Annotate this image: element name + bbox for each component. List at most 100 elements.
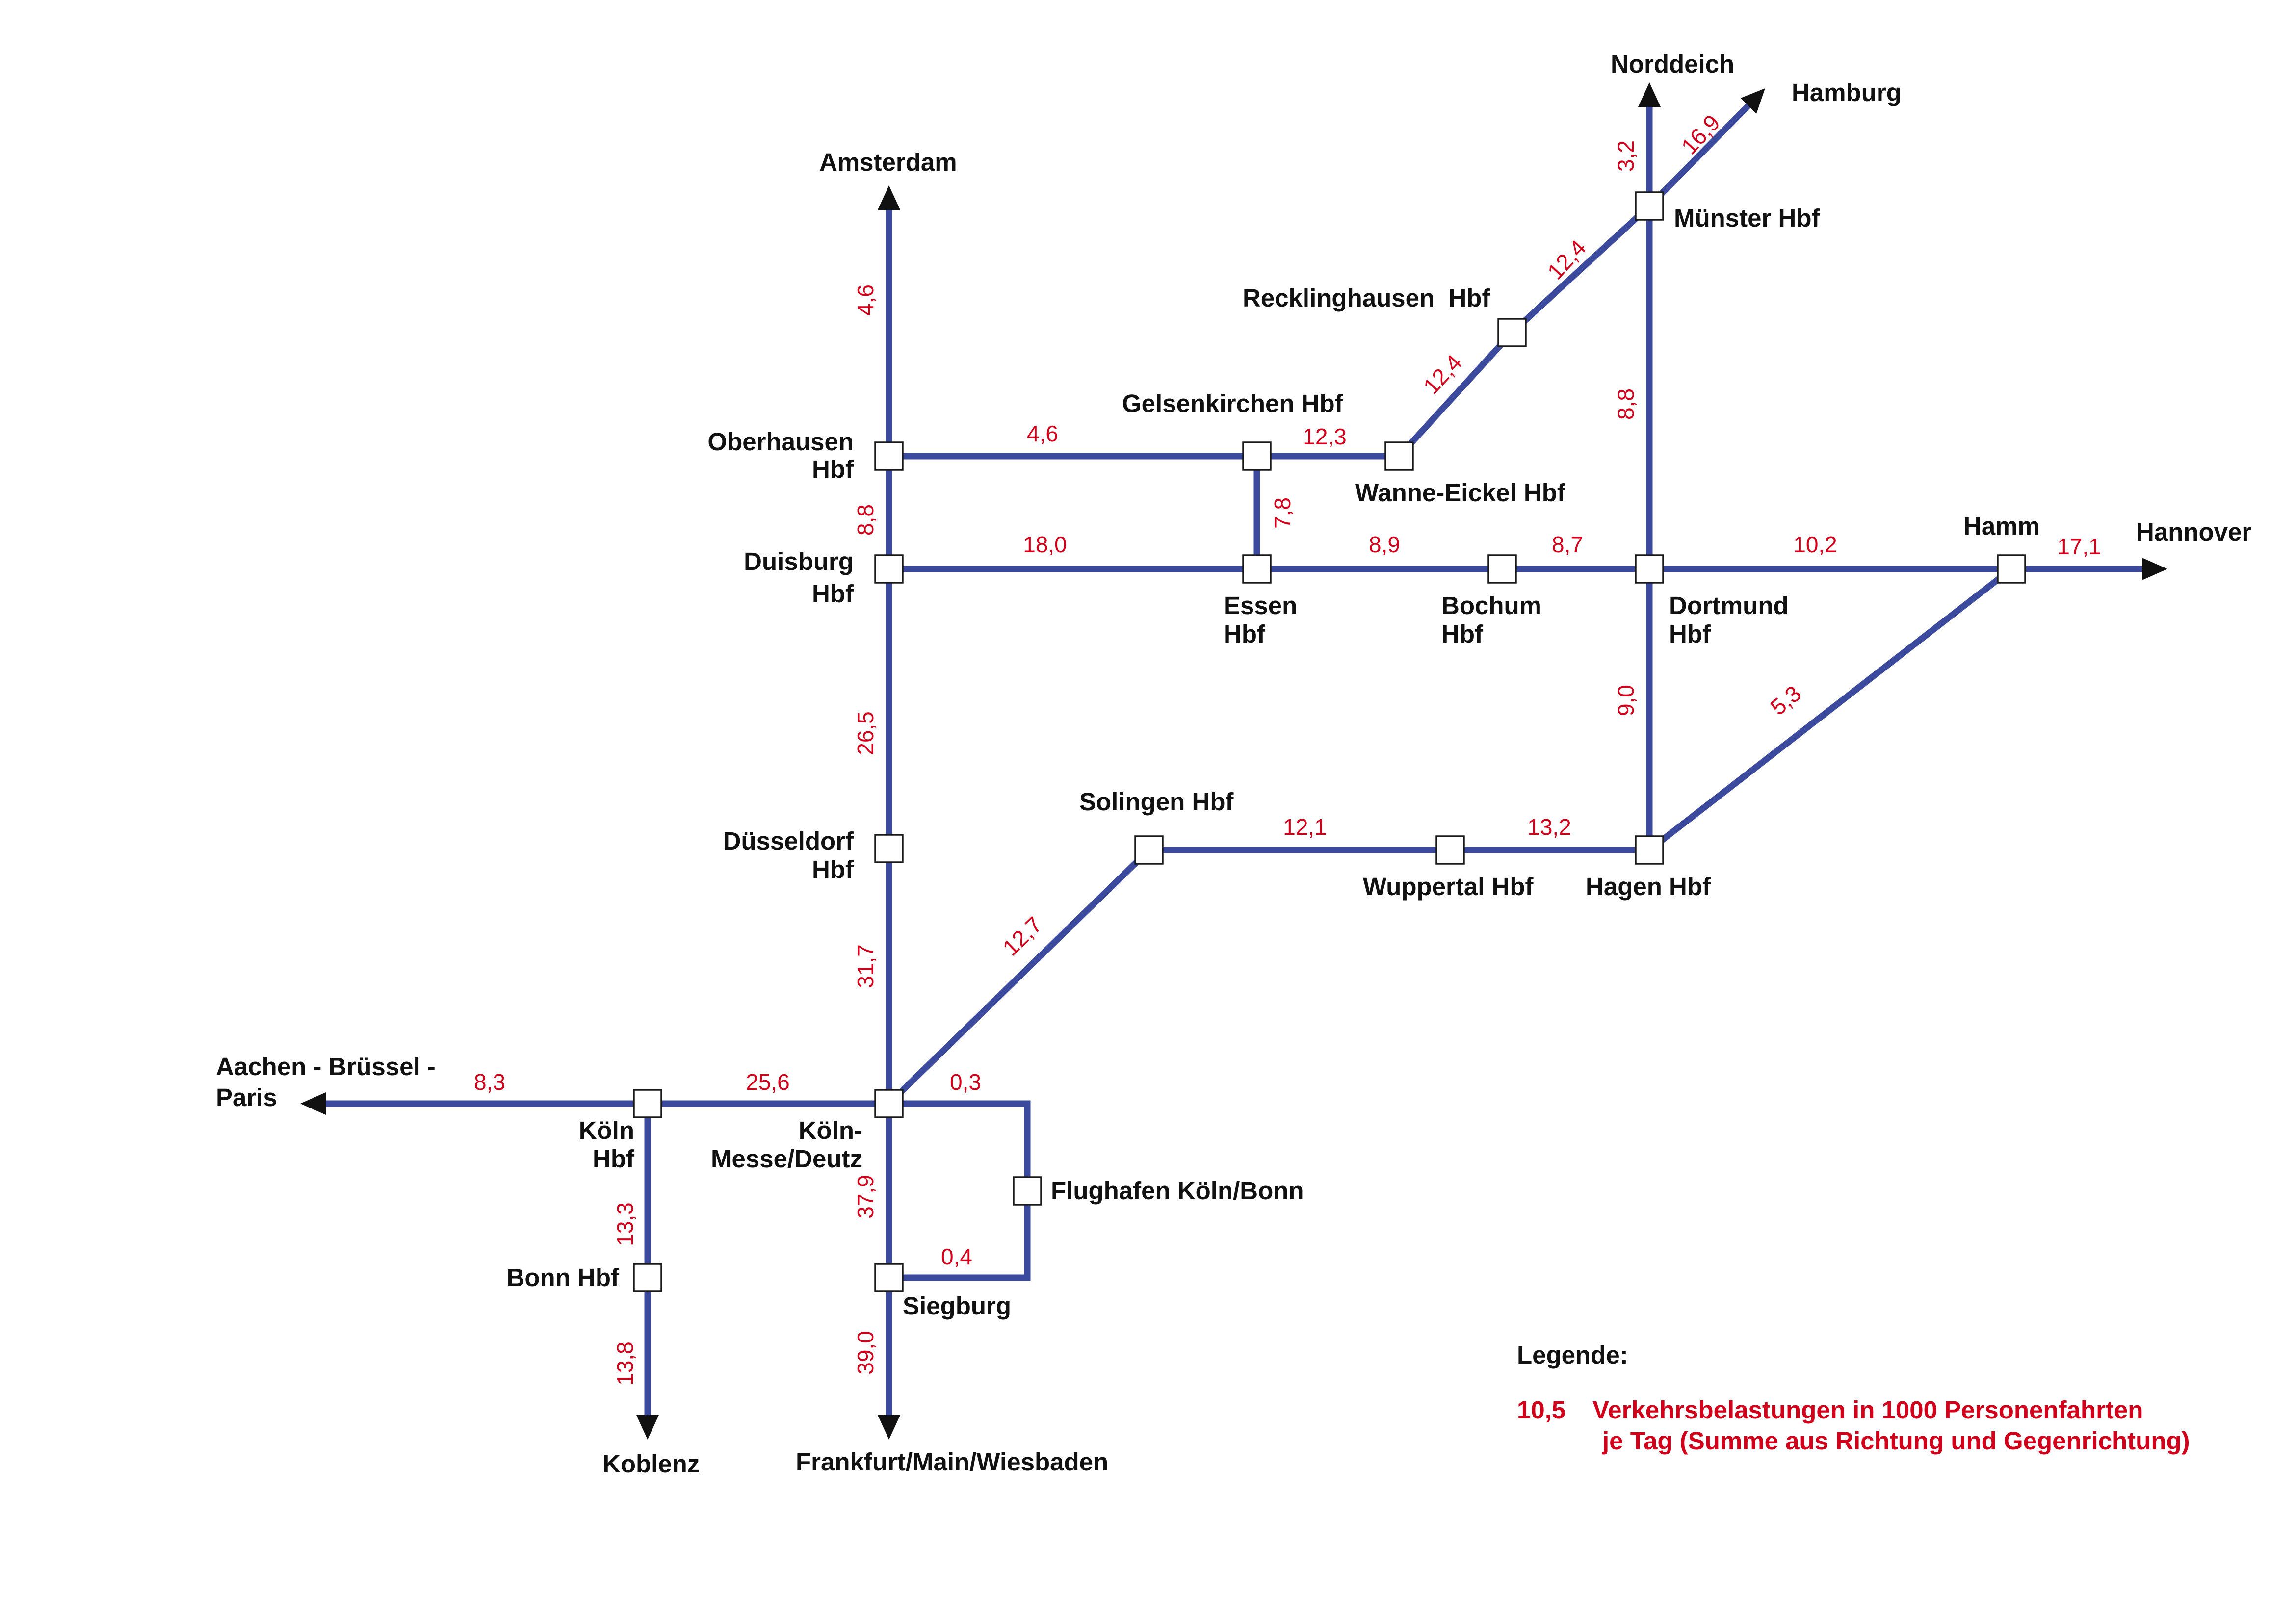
value-koeln-messe-flughafen: 0,3 — [950, 1069, 981, 1095]
station-labels: Amsterdam Norddeich Hamburg Münster Hbf … — [216, 50, 2251, 1478]
value-muenster-dortmund: 8,8 — [1613, 388, 1639, 420]
station-koeln-hbf — [633, 1089, 662, 1118]
label-solingen: Solingen Hbf — [1079, 788, 1234, 816]
label-muenster: Münster Hbf — [1674, 204, 1821, 232]
label-recklinghausen: Recklinghausen Hbf — [1243, 284, 1490, 312]
label-bonn: Bonn Hbf — [507, 1263, 620, 1291]
station-muenster — [1635, 191, 1664, 221]
label-gelsenkirchen: Gelsenkirchen Hbf — [1122, 389, 1344, 417]
value-koeln-hbf-koeln-messe: 25,6 — [746, 1069, 790, 1095]
station-dortmund — [1635, 554, 1664, 584]
arrow-down-icon-frankfurt — [878, 1415, 900, 1440]
value-siegburg-frankfurt: 39,0 — [853, 1331, 878, 1375]
label-koeln-hbf: Hbf — [593, 1145, 635, 1173]
label-essen: Essen — [1224, 592, 1297, 619]
value-duisburg-duesseldorf: 26,5 — [853, 711, 878, 755]
label-siegburg: Siegburg — [903, 1292, 1011, 1320]
value-duesseldorf-koeln-messe: 31,7 — [853, 944, 878, 988]
track-recklinghausen-muenster — [1510, 204, 1652, 335]
arrow-up-icon-amsterdam — [878, 185, 900, 210]
station-wanne-eickel — [1384, 441, 1414, 471]
value-oberhausen-duisburg: 8,8 — [853, 504, 878, 536]
value-duisburg-essen: 18,0 — [1023, 532, 1067, 557]
value-solingen-wuppertal: 12,1 — [1283, 814, 1327, 840]
station-flughafen — [1013, 1176, 1042, 1206]
station-bonn — [633, 1263, 662, 1292]
value-essen-bochum: 8,9 — [1369, 532, 1400, 557]
value-gelsenkirchen-essen: 7,8 — [1270, 497, 1295, 529]
label-essen-hbf: Hbf — [1224, 620, 1266, 648]
label-duisburg-hbf: Hbf — [812, 580, 854, 608]
value-recklinghausen-muenster: 12,4 — [1542, 235, 1591, 284]
label-flughafen: Flughafen Köln/Bonn — [1051, 1177, 1304, 1205]
station-recklinghausen — [1497, 318, 1527, 347]
label-hamm: Hamm — [1963, 512, 2040, 540]
track-hagen-hamm — [1647, 566, 2013, 853]
label-norddeich: Norddeich — [1611, 50, 1734, 78]
value-bonn-koblenz: 13,8 — [612, 1341, 638, 1386]
value-hagen-hamm: 5,3 — [1766, 680, 1806, 720]
value-bochum-dortmund: 8,7 — [1552, 532, 1583, 557]
label-bochum: Bochum — [1441, 592, 1541, 619]
value-amsterdam-oberhausen: 4,6 — [853, 284, 878, 316]
legend-text-line1: Verkehrsbelastungen in 1000 Personenfahr… — [1592, 1396, 2143, 1424]
track-muenster-hamburg — [1647, 103, 1751, 208]
station-duesseldorf — [874, 834, 904, 863]
label-hagen: Hagen Hbf — [1586, 873, 1711, 901]
station-oberhausen — [874, 441, 904, 471]
label-dortmund-hbf: Hbf — [1669, 620, 1711, 648]
label-bochum-hbf: Hbf — [1441, 620, 1484, 648]
track-koeln-messe-solingen — [887, 848, 1151, 1106]
station-hamm — [1997, 554, 2026, 584]
station-wuppertal — [1435, 835, 1465, 865]
value-flughafen-siegburg: 0,4 — [941, 1244, 972, 1269]
value-gelsenkirchen-wanne: 12,3 — [1303, 424, 1347, 449]
value-muenster-norddeich: 3,2 — [1613, 140, 1639, 172]
track-lines — [319, 103, 2144, 1415]
traffic-values: 4,6 4,6 12,3 12,4 12,4 3,2 16,9 8,8 8,8 … — [474, 110, 2101, 1386]
arrow-down-icon-koblenz — [636, 1415, 659, 1440]
value-oberhausen-gelsenkirchen: 4,6 — [1027, 421, 1058, 446]
label-duesseldorf-hbf: Hbf — [812, 855, 854, 883]
arrow-diagonal-icon-hamburg — [1741, 88, 1765, 114]
label-oberhausen: Oberhausen — [707, 428, 854, 456]
value-dortmund-hagen: 9,0 — [1613, 685, 1639, 716]
label-dortmund: Dortmund — [1669, 592, 1789, 619]
legend: Legende: 10,5 Verkehrsbelastungen in 100… — [1517, 1341, 2190, 1455]
label-oberhausen-hbf: Hbf — [812, 455, 854, 483]
label-amsterdam: Amsterdam — [819, 148, 957, 176]
label-frankfurt: Frankfurt/Main/Wiesbaden — [796, 1448, 1108, 1476]
arrow-right-icon-hannover — [2142, 558, 2167, 580]
station-gelsenkirchen — [1242, 441, 1272, 471]
value-wuppertal-hagen: 13,2 — [1527, 814, 1571, 840]
value-dortmund-hamm: 10,2 — [1793, 532, 1837, 557]
station-duisburg — [874, 554, 904, 584]
label-koeln: Köln — [579, 1116, 634, 1144]
direction-arrows — [300, 82, 2167, 1440]
station-essen — [1242, 554, 1272, 584]
label-hannover: Hannover — [2136, 518, 2251, 546]
label-aachen: Aachen - Brüssel - — [216, 1053, 436, 1081]
value-hamm-hannover: 17,1 — [2057, 534, 2101, 559]
track-wanne-recklinghausen — [1397, 330, 1514, 459]
station-bochum — [1487, 554, 1517, 584]
label-wanne-eickel: Wanne-Eickel Hbf — [1355, 479, 1566, 507]
arrow-up-icon-norddeich — [1638, 82, 1661, 107]
label-paris: Paris — [216, 1083, 277, 1111]
value-koeln-messe-siegburg: 37,9 — [853, 1175, 878, 1219]
value-muenster-hamburg: 16,9 — [1676, 110, 1725, 159]
value-koeln-hbf-bonn: 13,3 — [612, 1202, 638, 1246]
label-duesseldorf: Düsseldorf — [723, 827, 854, 855]
label-messe-deutz: Messe/Deutz — [711, 1145, 862, 1173]
label-koblenz: Koblenz — [602, 1450, 700, 1478]
value-aachen-koeln-hbf: 8,3 — [474, 1069, 505, 1095]
station-markers — [633, 191, 2026, 1292]
legend-sample-value: 10,5 — [1517, 1396, 1565, 1424]
label-wuppertal: Wuppertal Hbf — [1363, 873, 1534, 901]
station-koeln-messe — [874, 1089, 904, 1118]
station-hagen — [1635, 835, 1664, 865]
legend-title: Legende: — [1517, 1341, 1628, 1369]
arrow-left-icon-aachen — [300, 1092, 326, 1115]
station-solingen — [1134, 835, 1164, 865]
